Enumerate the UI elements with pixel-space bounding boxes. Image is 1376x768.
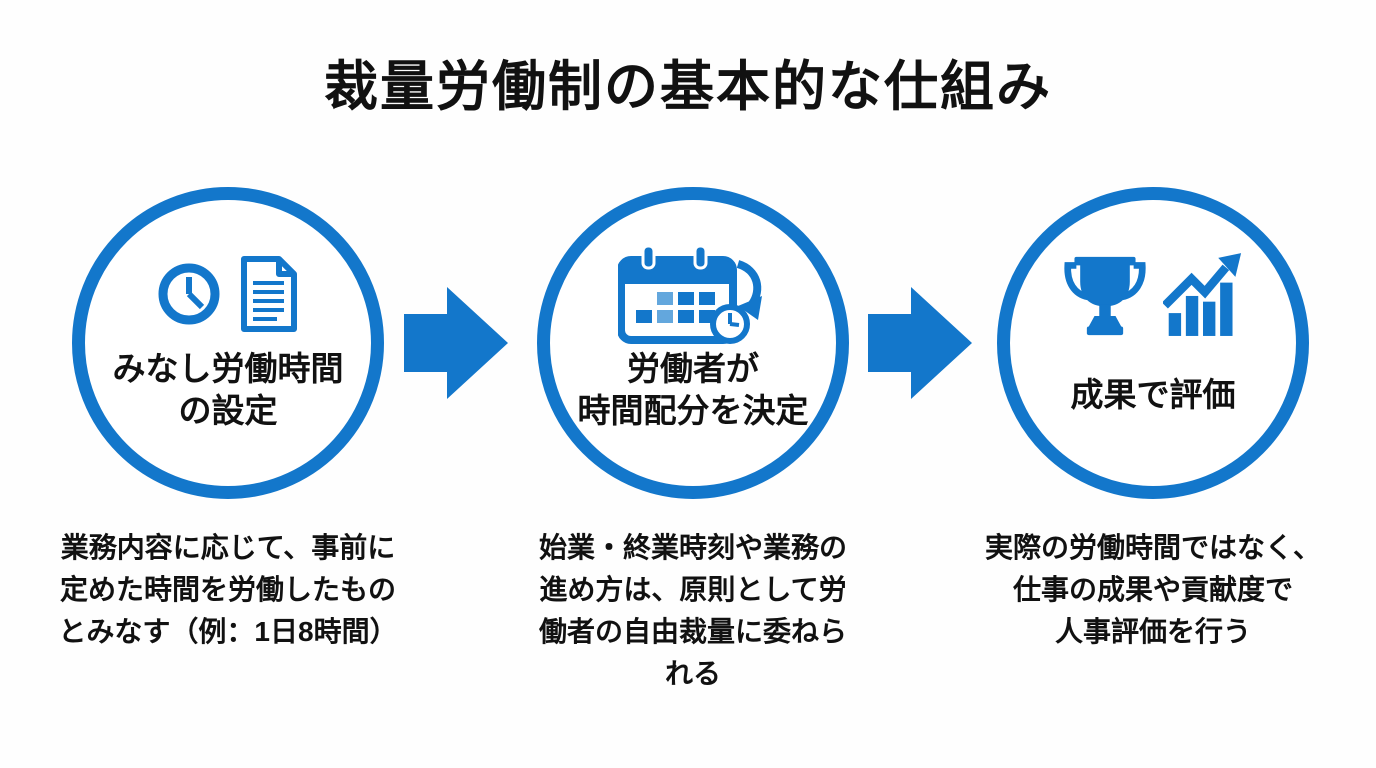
step-3-description: 実際の労働時間ではなく、 仕事の成果や貢献度で 人事評価を行う xyxy=(984,532,1321,647)
flow-arrow-right-icon xyxy=(404,287,508,399)
document-icon xyxy=(239,256,299,332)
growth-chart-icon xyxy=(1163,252,1243,338)
step-2-label: 労働者が 時間配分を決定 xyxy=(577,350,809,430)
step-2-icons xyxy=(550,244,836,344)
step-circle-3: 成果で評価 xyxy=(997,187,1309,499)
step-3-icons xyxy=(1010,252,1296,338)
step-circle-1: みなし労働時間 の設定 xyxy=(72,187,384,499)
calendar-clock-icon xyxy=(618,244,768,344)
step-1-icons xyxy=(85,256,371,332)
flow-arrow-right-icon xyxy=(868,287,972,399)
step-circle-2: 労働者が 時間配分を決定 xyxy=(537,187,849,499)
step-3-label: 成果で評価 xyxy=(1070,376,1236,413)
clock-icon xyxy=(157,262,221,326)
trophy-icon xyxy=(1063,253,1147,337)
step-1-label: みなし労働時間 の設定 xyxy=(112,350,344,430)
step-1-description: 業務内容に応じて、事前に 定めた時間を労働したもの とみなす（例：1日8時間） xyxy=(58,532,398,647)
page-title: 裁量労働制の基本的な仕組み xyxy=(324,57,1052,117)
step-2-description: 始業・終業時刻や業務の 進め方は、原則として労 働者の自由裁量に委ねら れる xyxy=(538,532,847,689)
